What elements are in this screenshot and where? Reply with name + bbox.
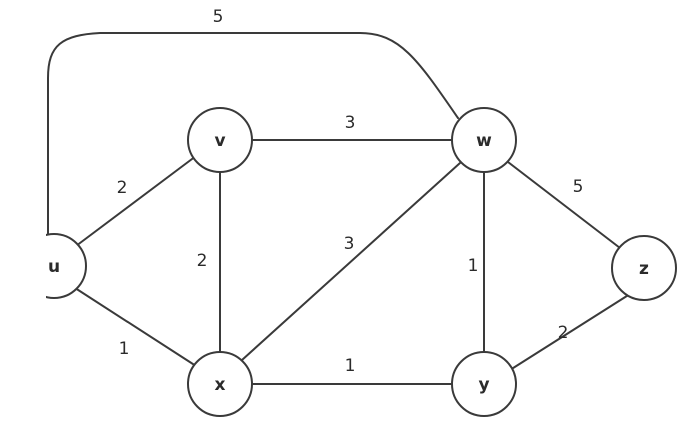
edges [47, 32, 631, 385]
edge-u-w [47, 32, 459, 236]
weight-v-x: 2 [197, 251, 208, 271]
weight-y-z: 2 [558, 323, 569, 343]
node-v-label: v [214, 131, 225, 151]
node-x: x [187, 351, 253, 417]
edge-u-x [71, 285, 197, 367]
node-x-circle [187, 351, 253, 417]
node-u-label: u [48, 257, 60, 277]
weight-v-w: 3 [345, 113, 356, 133]
node-z: z [611, 235, 677, 301]
edge-weights: 5 2 1 3 2 3 1 5 1 2 [117, 7, 584, 376]
node-y-label: y [478, 375, 489, 395]
weight-w-z: 5 [573, 177, 584, 197]
left-crop-mask [0, 0, 46, 421]
node-z-circle [611, 235, 677, 301]
weight-u-v: 2 [117, 178, 128, 198]
edge-y-z [509, 293, 631, 371]
node-w-circle [451, 107, 517, 173]
weight-u-w: 5 [213, 7, 224, 27]
weight-x-w: 3 [344, 234, 355, 254]
edge-w-z [507, 161, 621, 249]
weight-x-y: 1 [345, 356, 356, 376]
node-w: w [451, 107, 517, 173]
node-v-circle [187, 107, 253, 173]
weight-u-x: 1 [119, 339, 130, 359]
edge-x-w [241, 162, 461, 361]
node-x-label: x [215, 375, 226, 395]
weight-w-y: 1 [468, 256, 479, 276]
node-y-circle [451, 351, 517, 417]
node-y: y [451, 351, 517, 417]
node-v: v [187, 107, 253, 173]
edge-u-v [75, 155, 197, 247]
node-w-label: w [476, 131, 492, 151]
node-z-label: z [639, 259, 649, 279]
